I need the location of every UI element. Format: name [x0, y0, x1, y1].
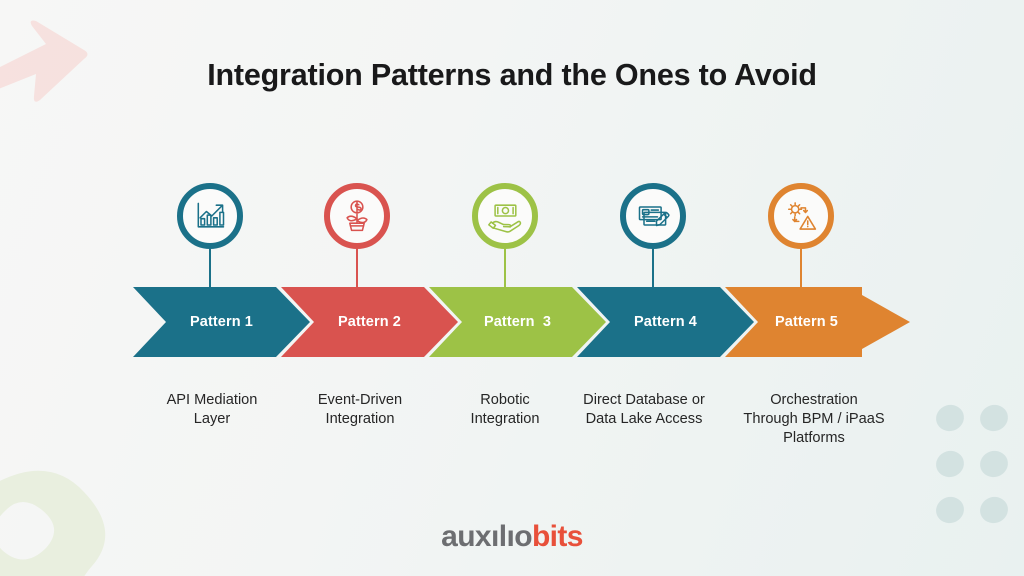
- brand-logo: auxılıobits: [0, 520, 1024, 554]
- step-4-caption-line-2: Data Lake Access: [585, 411, 703, 427]
- gear-warning-icon: [787, 202, 817, 230]
- step-1-connector: [209, 249, 211, 296]
- step-5-caption-line-3: Platforms: [783, 430, 845, 446]
- step-2-arrow-label: Pattern 2: [338, 314, 401, 330]
- hand-holding-cash-icon: [488, 204, 522, 233]
- step-5-caption-line-1: Orchestration: [770, 392, 858, 408]
- step-4-icon-circle[interactable]: [620, 183, 686, 249]
- step-1-caption: API Mediation Layer: [123, 391, 301, 429]
- step-4-caption: Direct Database or Data Lake Access: [553, 391, 735, 429]
- step-3-arrow[interactable]: [429, 287, 606, 357]
- process-flow-diagram: Pattern 1 API Mediation Layer: [0, 183, 1024, 463]
- logo-text-auxilio: auxılıo: [441, 520, 532, 553]
- step-3-caption-line-2: Integration: [470, 411, 540, 427]
- cheque-with-pen-icon: [638, 206, 670, 227]
- step-2-arrow[interactable]: [281, 287, 458, 357]
- step-5-icon-circle[interactable]: [768, 183, 834, 249]
- step-3-icon-circle[interactable]: [472, 183, 538, 249]
- step-3-caption: Robotic Integration: [416, 391, 594, 429]
- step-1-arrow-label: Pattern 1: [190, 314, 253, 330]
- step-4-arrow-label: Pattern 4: [634, 314, 697, 330]
- step-3-caption-line-1: Robotic: [480, 392, 530, 408]
- step-2-connector: [356, 249, 358, 296]
- decorative-green-blob: [0, 470, 106, 576]
- step-3-connector: [504, 249, 506, 296]
- step-1-arrow[interactable]: [133, 287, 310, 357]
- step-2-caption: Event-Driven Integration: [271, 391, 449, 429]
- page-title: Integration Patterns and the Ones to Avo…: [207, 58, 817, 92]
- step-5-arrow[interactable]: [725, 287, 910, 357]
- step-2-caption-line-1: Event-Driven: [317, 392, 403, 408]
- money-plant-icon: [346, 200, 368, 232]
- step-4-caption-line-1: Direct Database or: [583, 392, 705, 408]
- growth-bar-chart-icon: [197, 202, 225, 228]
- step-5-arrow-label: Pattern 5: [775, 314, 838, 330]
- logo-text-bits: bits: [531, 520, 584, 553]
- step-2-icon-circle[interactable]: [324, 183, 390, 249]
- step-4-connector: [652, 249, 654, 296]
- step-5-caption: Orchestration Through BPM / iPaaS Platfo…: [714, 391, 914, 448]
- step-5-caption-line-2: Through BPM / iPaaS: [743, 411, 885, 427]
- step-1-caption-line-1: API Mediation: [166, 392, 258, 408]
- step-3-arrow-label: Pattern 3: [483, 314, 552, 330]
- step-1-icon-circle[interactable]: [177, 183, 243, 249]
- step-4-arrow[interactable]: [577, 287, 754, 357]
- step-1-caption-line-2: Layer: [193, 411, 231, 427]
- step-5-connector: [800, 249, 802, 296]
- step-2-caption-line-2: Integration: [325, 411, 395, 427]
